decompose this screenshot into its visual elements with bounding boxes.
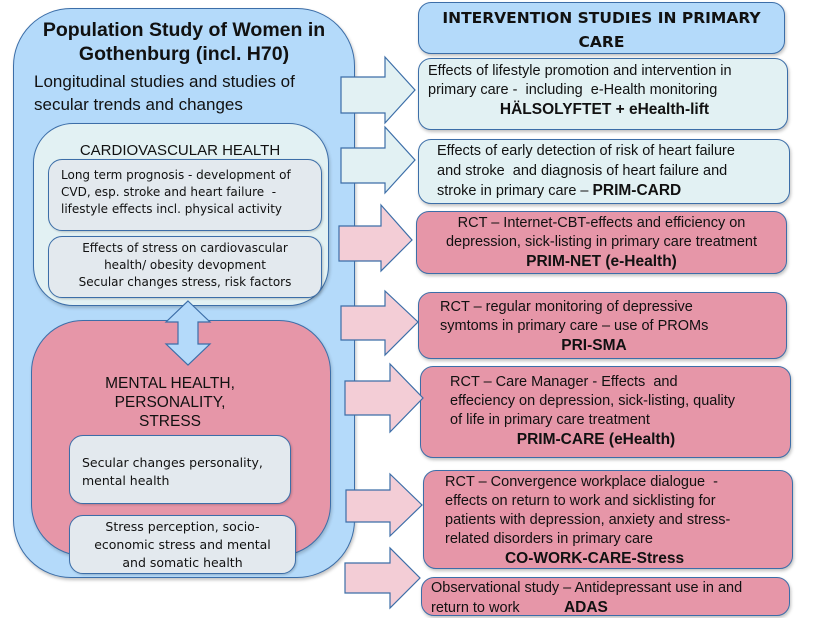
study-acronym: ADAS	[563, 599, 608, 616]
population-study-subtitle: Longitudinal studies and studies of secu…	[34, 72, 295, 114]
study-acronym: PRIM-NET (e-Health)	[526, 253, 677, 270]
arrow-to-prim-care-icon	[344, 362, 424, 434]
study-acronym: HÄLSOLYFTET + eHealth-lift	[499, 101, 710, 118]
cardiovascular-health-title: CARDIOVASCULAR HEALTH	[79, 142, 281, 159]
mental-health-title: MENTAL HEALTH, PERSONALITY, STRESS	[105, 375, 235, 430]
intervention-studies-header: INTERVENTION STUDIES IN PRIMARY CARE	[418, 2, 785, 54]
study-prim-net: RCT – Internet-CBT-effects and efficienc…	[416, 211, 787, 274]
study-acronym: CO-WORK-CARE-Stress	[504, 550, 685, 567]
study-halsolyftet: Effects of lifestyle promotion and inter…	[418, 58, 788, 130]
double-headed-arrow-icon	[164, 300, 212, 366]
study-co-work-care-stress: RCT – Convergence workplace dialogue - e…	[423, 470, 793, 569]
mh-secular-changes-box: Secular changes personality, mental heal…	[69, 435, 291, 504]
cvd-stress-effects-box: Effects of stress on cardiovascular heal…	[48, 236, 322, 298]
population-study-title: Population Study of Women in Gothenburg …	[42, 19, 326, 65]
study-prim-care: RCT – Care Manager - Effects and effecie…	[420, 366, 791, 458]
study-acronym: PRIM-CARE (eHealth)	[516, 431, 676, 448]
study-adas: Observational study – Antidepressant use…	[421, 577, 790, 616]
study-acronym: PRI-SMA	[561, 337, 627, 354]
study-pri-sma: RCT – regular monitoring of depressive s…	[418, 292, 787, 359]
cvd-long-term-prognosis-box: Long term prognosis - development of CVD…	[48, 159, 322, 231]
arrow-to-adas-icon	[344, 546, 421, 610]
study-acronym: PRIM-CARD	[592, 182, 682, 199]
study-prim-card: Effects of early detection of risk of he…	[418, 139, 790, 204]
arrow-to-co-work-care-icon	[345, 472, 423, 538]
mh-stress-perception-box: Stress perception, socio- economic stres…	[69, 515, 296, 574]
